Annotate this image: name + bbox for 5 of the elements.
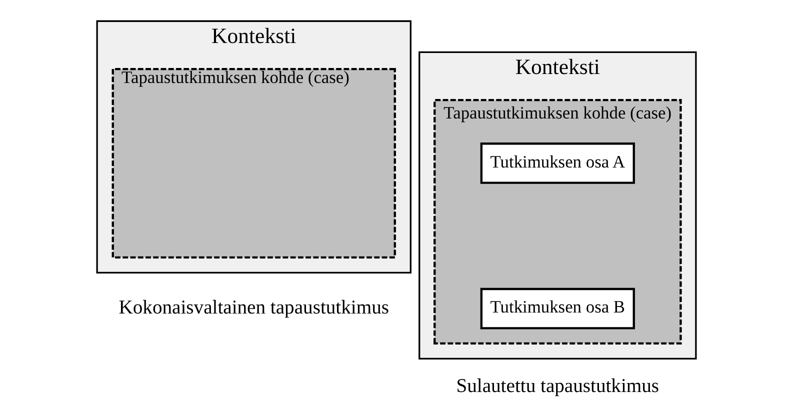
node-box: Tutkimuksen osa A: [480, 142, 634, 184]
node-box: Tapaustutkimuksen kohde (case): [111, 68, 396, 258]
node-label: Kokonaisvaltainen tapaustutkimus: [118, 297, 388, 318]
node-box: Tutkimuksen osa B: [480, 288, 634, 330]
node-label: Sulautettu tapaustutkimus: [456, 376, 659, 397]
